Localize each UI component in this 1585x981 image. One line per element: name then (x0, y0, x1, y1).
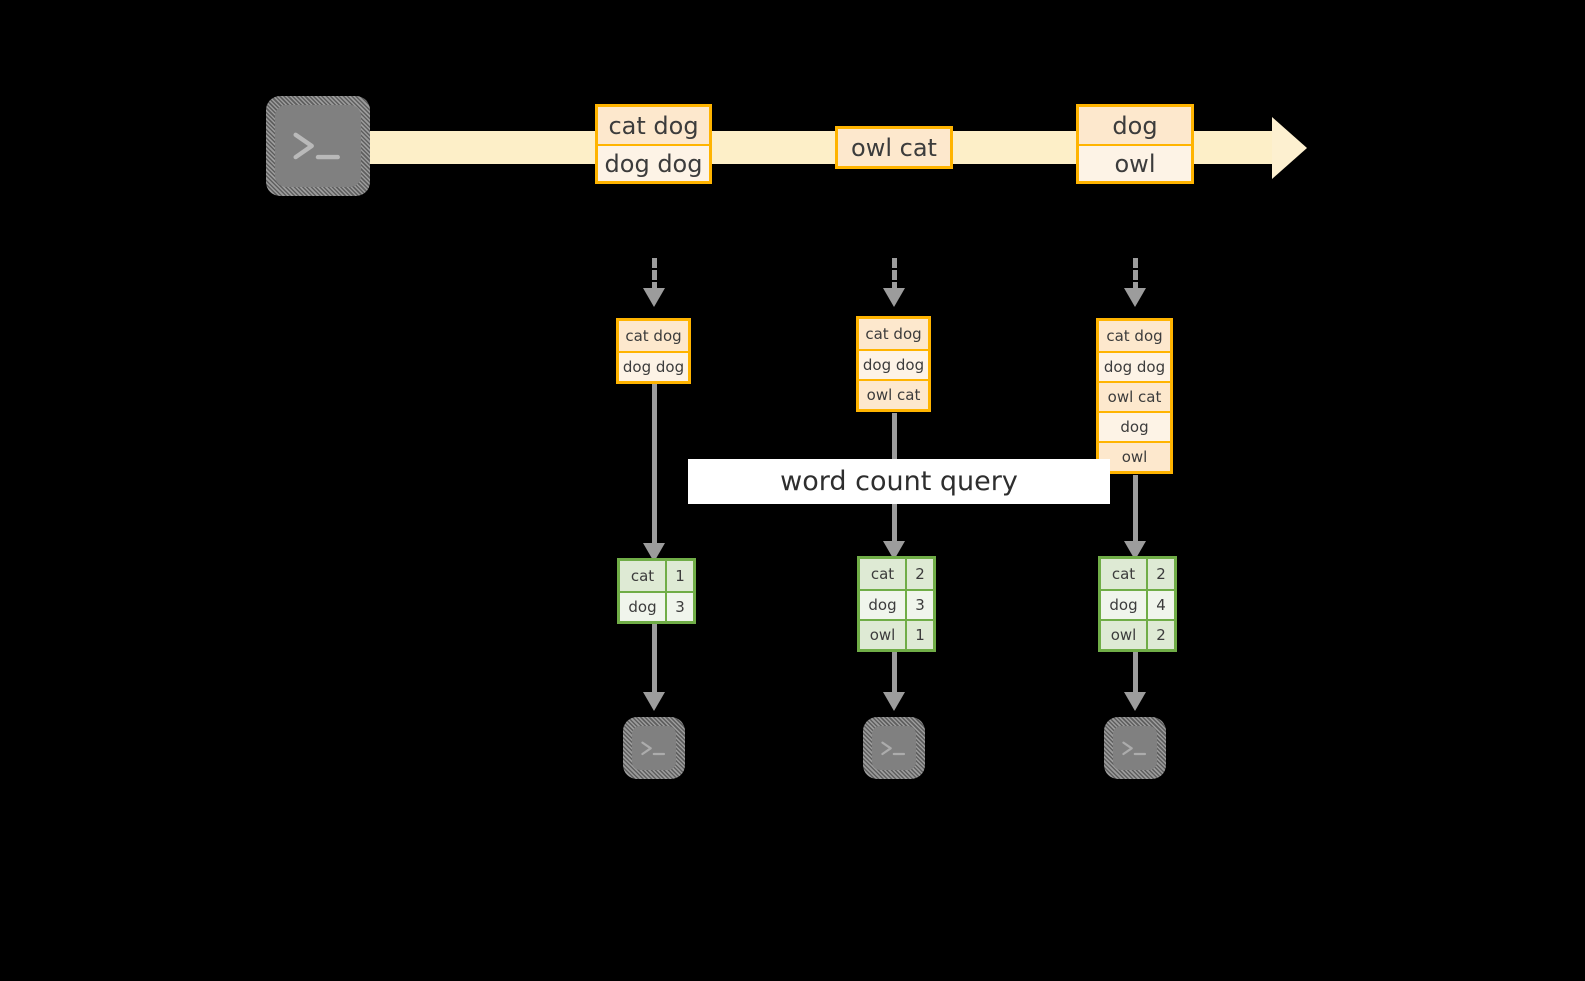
dashed-connector-1-head-icon (643, 288, 665, 307)
stream-event-1-line-1: cat dog (598, 107, 709, 144)
snapshot-1-count-2: 3 (665, 593, 693, 621)
table-row: cat 1 (620, 561, 693, 591)
snapshot-3-input-line-3: owl cat (1099, 381, 1170, 411)
snapshot-2-word-3: owl (860, 621, 905, 649)
snapshot-2-word-2: dog (860, 591, 905, 619)
dashed-connector-3 (1133, 258, 1138, 292)
query-connector-1 (652, 383, 657, 550)
snapshot-3-input-line-5: owl (1099, 441, 1170, 471)
dashed-connector-3-head-icon (1124, 288, 1146, 307)
query-label-text: word count query (780, 466, 1018, 497)
dashed-connector-2-head-icon (883, 288, 905, 307)
stream-arrow-head-icon (1272, 117, 1307, 179)
query-label: word count query (688, 459, 1110, 504)
table-row: owl 1 (860, 619, 933, 649)
snapshot-1-count-1: 1 (665, 561, 693, 591)
snapshot-2-word-1: cat (860, 559, 905, 589)
query-connector-3-head-icon (1124, 541, 1146, 560)
source-terminal-icon (266, 96, 370, 196)
snapshot-3-sink-terminal-icon (1104, 717, 1166, 779)
table-row: cat 2 (860, 559, 933, 589)
snapshot-2-sink-terminal-icon (863, 717, 925, 779)
terminal-body (275, 105, 361, 187)
sink-connector-1-head-icon (643, 692, 665, 711)
table-row: owl 2 (1101, 619, 1174, 649)
snapshot-1-word-2: dog (620, 593, 665, 621)
stream-event-3: dog owl (1076, 104, 1194, 184)
snapshot-3-input-line-2: dog dog (1099, 351, 1170, 381)
stream-event-2-line-1: owl cat (838, 129, 950, 166)
terminal-body (872, 726, 916, 770)
snapshot-1-word-1: cat (620, 561, 665, 591)
snapshot-3-count-2: 4 (1146, 591, 1174, 619)
snapshot-3-word-2: dog (1101, 591, 1146, 619)
stream-event-1-line-2: dog dog (598, 144, 709, 181)
snapshot-2-input-line-1: cat dog (859, 319, 928, 349)
snapshot-1-result-table: cat 1 dog 3 (617, 558, 696, 624)
snapshot-3-word-3: owl (1101, 621, 1146, 649)
terminal-prompt-glyph-icon (293, 132, 340, 160)
table-row: dog 3 (620, 591, 693, 621)
snapshot-2-input-line-2: dog dog (859, 349, 928, 379)
snapshot-3-input-line-4: dog (1099, 411, 1170, 441)
dashed-connector-2 (892, 258, 897, 292)
snapshot-2-count-3: 1 (905, 621, 933, 649)
dashed-connector-1 (652, 258, 657, 292)
snapshot-1-input-line-2: dog dog (619, 351, 688, 381)
snapshot-2-input-table: cat dog dog dog owl cat (856, 316, 931, 412)
sink-connector-2-head-icon (883, 692, 905, 711)
query-connector-3 (1133, 475, 1138, 548)
snapshot-3-count-1: 2 (1146, 559, 1174, 589)
snapshot-3-input-line-1: cat dog (1099, 321, 1170, 351)
stream-event-2: owl cat (835, 126, 953, 169)
table-row: dog 4 (1101, 589, 1174, 619)
stream-event-3-line-2: owl (1079, 144, 1191, 181)
table-row: cat 2 (1101, 559, 1174, 589)
terminal-prompt-glyph-icon (641, 741, 666, 755)
sink-connector-1 (652, 622, 657, 699)
sink-connector-3 (1133, 652, 1138, 699)
stream-event-3-line-1: dog (1079, 107, 1191, 144)
snapshot-2-count-1: 2 (905, 559, 933, 589)
query-connector-2-head-icon (883, 541, 905, 560)
snapshot-1-input-table: cat dog dog dog (616, 318, 691, 384)
table-row: dog 3 (860, 589, 933, 619)
stream-event-1: cat dog dog dog (595, 104, 712, 184)
snapshot-3-word-1: cat (1101, 559, 1146, 589)
snapshot-1-input-line-1: cat dog (619, 321, 688, 351)
sink-connector-2 (892, 652, 897, 699)
terminal-body (1113, 726, 1157, 770)
terminal-prompt-glyph-icon (881, 741, 906, 755)
snapshot-3-result-table: cat 2 dog 4 owl 2 (1098, 556, 1177, 652)
sink-connector-3-head-icon (1124, 692, 1146, 711)
snapshot-3-input-table: cat dog dog dog owl cat dog owl (1096, 318, 1173, 474)
snapshot-2-input-line-3: owl cat (859, 379, 928, 409)
snapshot-2-count-2: 3 (905, 591, 933, 619)
snapshot-1-sink-terminal-icon (623, 717, 685, 779)
snapshot-3-count-3: 2 (1146, 621, 1174, 649)
terminal-prompt-glyph-icon (1122, 741, 1147, 755)
query-connector-1-head-icon (643, 543, 665, 562)
snapshot-2-result-table: cat 2 dog 3 owl 1 (857, 556, 936, 652)
terminal-body (632, 726, 676, 770)
